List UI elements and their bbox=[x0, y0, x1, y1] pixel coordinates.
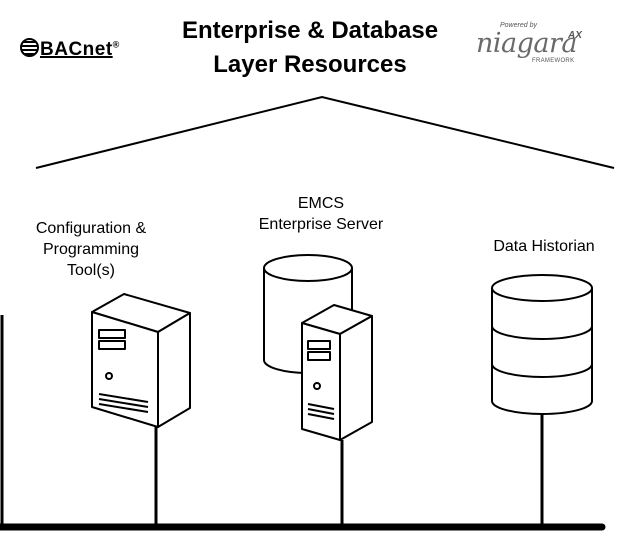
title-line-1: Enterprise & Database bbox=[181, 17, 439, 44]
server-tower-icon bbox=[91, 293, 191, 428]
bacnet-globe-icon bbox=[20, 38, 39, 57]
label-data-historian: Data Historian bbox=[493, 238, 595, 255]
bacnet-registered-mark: ® bbox=[112, 39, 120, 50]
niagara-logo-text: niagara bbox=[476, 28, 578, 59]
bacnet-logo-text: BACnet bbox=[40, 39, 113, 60]
label-emcs-server: EMCS Enterprise Server bbox=[258, 195, 384, 233]
bacnet-logo: BACnet® bbox=[20, 38, 120, 61]
emcs-server-tower-icon bbox=[301, 304, 373, 441]
page-title: Enterprise & Database Layer Resources bbox=[120, 14, 500, 82]
niagara-powered-by: Powered by bbox=[500, 22, 537, 29]
database-cylinder-icon bbox=[491, 274, 593, 415]
niagara-logo: Powered by niagara AX FRAMEWORK bbox=[476, 22, 586, 72]
niagara-ax-suffix: AX bbox=[568, 30, 582, 41]
hierarchy-bracket bbox=[35, 95, 615, 169]
niagara-framework-text: FRAMEWORK bbox=[532, 58, 575, 64]
title-line-2: Layer Resources bbox=[213, 51, 407, 78]
label-config-tool: Configuration & Programming Tool(s) bbox=[35, 220, 147, 279]
